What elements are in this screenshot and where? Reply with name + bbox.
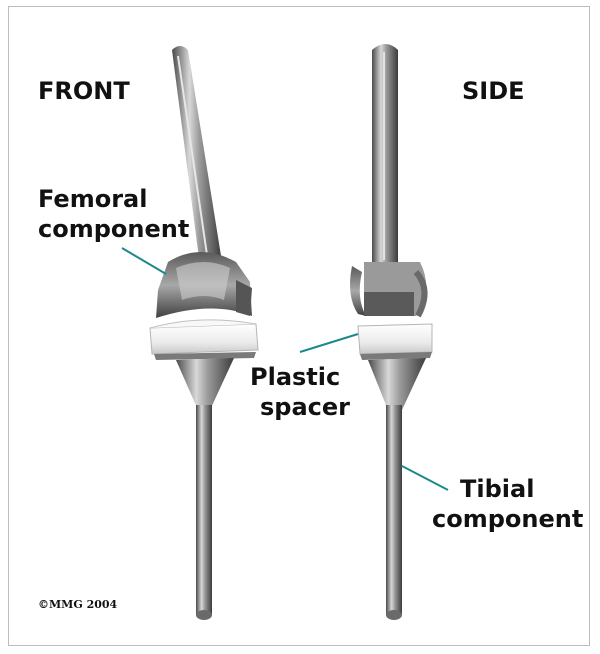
front-tibial-keel (176, 358, 234, 410)
tibial-leader-line (402, 466, 448, 490)
side-femoral-component (350, 262, 426, 316)
femoral-leader-line (122, 248, 166, 274)
tibial-label-line1: Tibial (460, 474, 534, 505)
plastic-leader-line (300, 334, 358, 352)
side-implant (350, 44, 432, 620)
femoral-label-line2: component (38, 214, 189, 245)
femoral-label-line1: Femoral (38, 184, 147, 215)
tibial-label-line2: component (432, 504, 583, 535)
side-tibial-stem (386, 405, 402, 620)
side-tibial-keel (368, 358, 426, 410)
copyright-text: ©MMG 2004 (38, 598, 117, 611)
front-plastic-spacer (150, 320, 258, 354)
front-femoral-component (156, 252, 252, 318)
front-tibial-stem (196, 405, 212, 620)
front-implant (150, 46, 258, 620)
side-femoral-stem (372, 44, 398, 262)
plastic-label-line2: spacer (260, 392, 350, 423)
side-plastic-spacer (358, 324, 432, 354)
side-view-label: SIDE (462, 76, 525, 107)
front-view-label: FRONT (38, 76, 130, 107)
plastic-label-line1: Plastic (250, 362, 340, 393)
